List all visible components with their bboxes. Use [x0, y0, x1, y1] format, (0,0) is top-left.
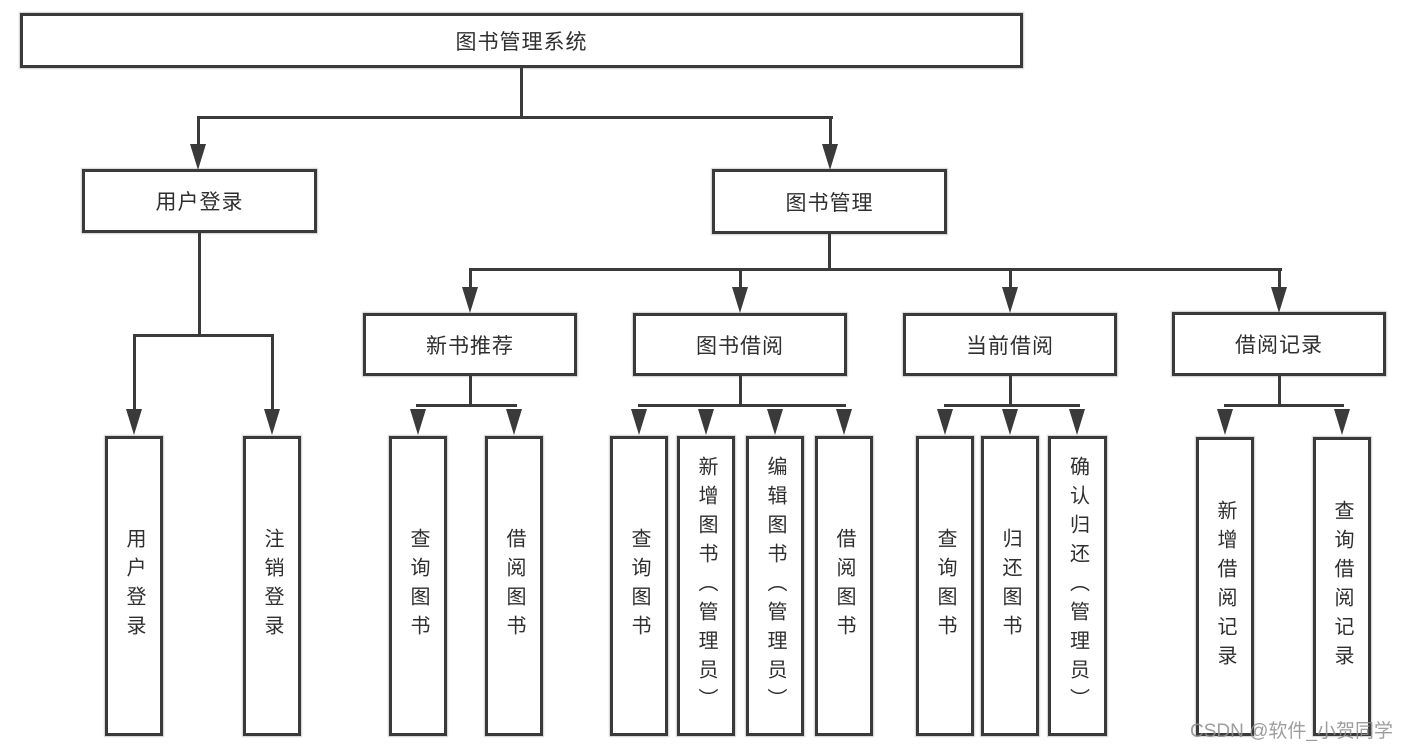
leaf-add-books-admin: 新增图书（管理员） — [677, 436, 735, 736]
node-new-book-recommend: 新书推荐 — [363, 313, 577, 376]
connector-book-mgmt-drop-2 — [739, 268, 742, 290]
leaf-user-login: 用户登录 — [105, 436, 163, 736]
node-label: 图书管理 — [785, 191, 874, 215]
connector-current-stem — [1009, 376, 1012, 406]
node-label: 图书借阅 — [696, 334, 784, 358]
node-label: 用户登录 — [155, 191, 244, 214]
arrowhead-down — [732, 287, 748, 313]
connector-user-login-rail — [133, 334, 274, 337]
connector-book-mgmt-stem — [828, 234, 831, 270]
leaf-label: 新增图书（管理员） — [695, 455, 717, 717]
connector-root-drop-right — [829, 116, 832, 146]
arrowhead-down — [126, 409, 142, 435]
connector-user-login-stem — [198, 233, 201, 336]
node-label: 图书管理系统 — [455, 30, 588, 54]
leaf-borrow-books-recommend: 借阅图书 — [485, 436, 543, 736]
leaf-label: 查询图书 — [934, 528, 956, 644]
connector-user-login-drop-left — [133, 334, 136, 410]
leaf-edit-books-admin: 编辑图书（管理员） — [746, 436, 804, 736]
leaf-logout: 注销登录 — [243, 436, 301, 736]
csdn-watermark: CSDN @软件_小贺同学 — [1190, 721, 1393, 742]
arrowhead-down — [836, 409, 852, 435]
node-current-borrowing: 当前借阅 — [903, 313, 1117, 376]
arrowhead-down — [1271, 287, 1287, 313]
arrowhead-down — [1217, 409, 1233, 435]
node-label: 当前借阅 — [966, 334, 1054, 358]
connector-root-drop-left — [197, 116, 200, 146]
connector-root-rail — [197, 116, 833, 119]
connector-book-mgmt-drop-3 — [1009, 268, 1012, 290]
leaf-query-borrow-record: 查询借阅记录 — [1313, 437, 1371, 736]
arrowhead-down — [410, 409, 426, 435]
arrowhead-down — [822, 144, 838, 170]
arrowhead-down — [264, 409, 280, 435]
arrowhead-down — [506, 409, 522, 435]
leaf-label: 注销登录 — [261, 528, 283, 644]
leaf-label: 归还图书 — [999, 528, 1021, 644]
leaf-query-books-recommend: 查询图书 — [389, 436, 447, 736]
arrowhead-down — [631, 409, 647, 435]
node-label: 借阅记录 — [1235, 334, 1323, 357]
arrowhead-down — [1002, 409, 1018, 435]
leaf-label: 确认归还（管理员） — [1066, 455, 1089, 717]
node-book-management: 图书管理 — [712, 169, 947, 234]
leaf-label: 编辑图书（管理员） — [764, 455, 786, 717]
arrowhead-down — [767, 409, 783, 435]
arrowhead-down — [1002, 287, 1018, 313]
leaf-label: 查询借阅记录 — [1331, 499, 1353, 674]
arrowhead-down — [937, 409, 953, 435]
arrowhead-down — [1069, 409, 1085, 435]
connector-records-stem — [1278, 376, 1281, 406]
leaf-label: 查询图书 — [407, 528, 429, 644]
leaf-add-borrow-record: 新增借阅记录 — [1196, 437, 1254, 736]
leaf-confirm-return-admin: 确认归还（管理员） — [1048, 436, 1107, 736]
leaf-borrow-books: 借阅图书 — [815, 436, 873, 736]
connector-borrowing-stem — [739, 376, 742, 406]
leaf-label: 用户登录 — [123, 528, 145, 644]
node-library-management-system: 图书管理系统 — [20, 13, 1023, 68]
leaf-query-books-borrowing: 查询图书 — [610, 436, 668, 736]
connector-records-rail — [1224, 404, 1344, 407]
leaf-label: 借阅图书 — [503, 528, 525, 644]
connector-root-stem — [520, 68, 523, 118]
leaf-label: 新增借阅记录 — [1214, 499, 1236, 674]
node-label: 新书推荐 — [426, 334, 514, 358]
leaf-return-books: 归还图书 — [981, 436, 1039, 736]
connector-book-mgmt-drop-1 — [469, 268, 472, 290]
connector-new-rec-rail — [416, 404, 517, 407]
arrowhead-down — [698, 409, 714, 435]
node-borrowing-records: 借阅记录 — [1172, 312, 1386, 376]
connector-user-login-drop-right — [271, 334, 274, 410]
leaf-query-books-current: 查询图书 — [916, 436, 974, 736]
connector-new-rec-stem — [469, 376, 472, 406]
connector-book-mgmt-drop-4 — [1278, 268, 1281, 290]
connector-borrowing-rail — [638, 404, 846, 407]
node-user-login: 用户登录 — [82, 169, 317, 233]
leaf-label: 借阅图书 — [833, 528, 855, 644]
arrowhead-down — [1334, 409, 1350, 435]
connector-book-mgmt-rail — [469, 268, 1282, 271]
arrowhead-down — [190, 144, 206, 170]
arrowhead-down — [462, 287, 478, 313]
connector-current-rail — [944, 404, 1080, 407]
node-book-borrowing: 图书借阅 — [633, 313, 847, 376]
leaf-label: 查询图书 — [628, 528, 650, 644]
